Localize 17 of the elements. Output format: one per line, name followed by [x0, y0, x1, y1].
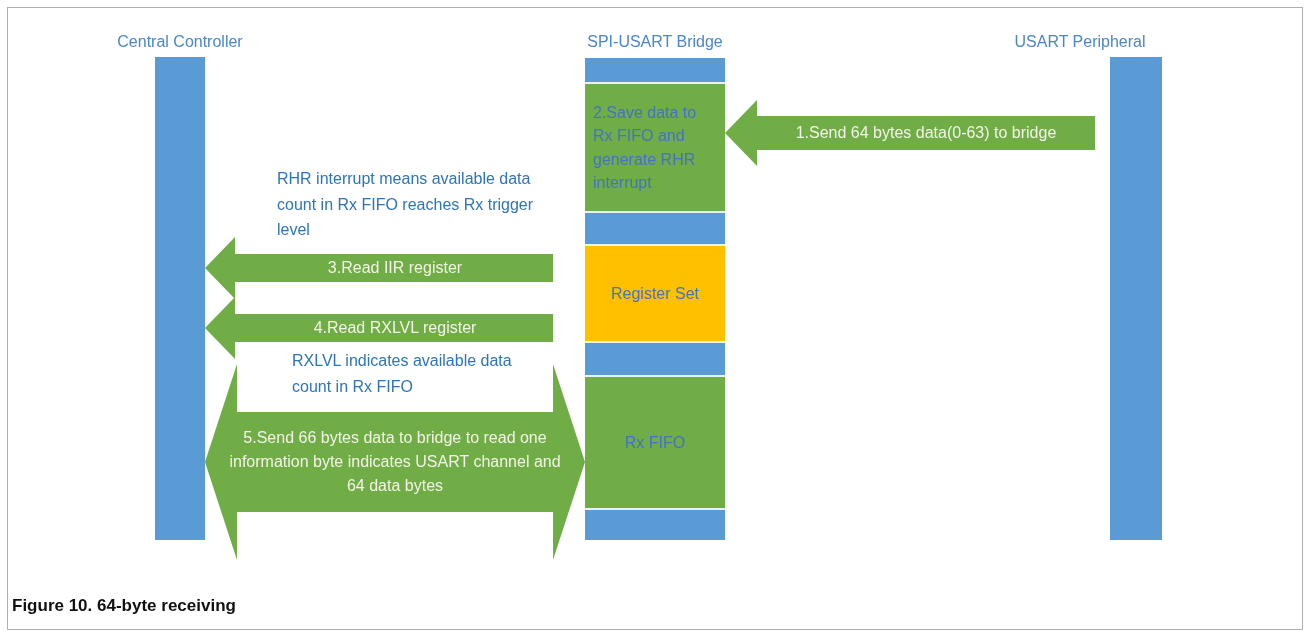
arrow-label: 3.Read IIR register: [326, 258, 464, 278]
arrow-label: 5.Send 66 bytes data to bridge to read one information byte indicates USART channel and 64 data bytes: [228, 428, 562, 496]
note-text: RXLVL indicates available data count in Rx FIFO: [292, 351, 513, 397]
figure-caption: Figure 10. 64-byte receiving: [12, 596, 236, 616]
block-label: Rx FIFO: [623, 432, 687, 453]
column-heading: SPI-USART Bridge: [586, 33, 724, 51]
register-block: [585, 244, 725, 343]
process-block: [585, 82, 725, 213]
column-heading: USART Peripheral: [1013, 33, 1147, 51]
note-text: RHR interrupt means available data count in Rx FIFO reaches Rx trigger level: [277, 169, 535, 241]
block-label: 2.Save data to Rx FIFO and generate RHR interrupt: [592, 103, 698, 193]
arrow-label: 4.Read RXLVL register: [312, 318, 478, 338]
double-block-arrow: [205, 364, 585, 560]
block-label: Register Set: [609, 283, 700, 304]
arrow-label: 1.Send 64 bytes data(0-63) to bridge: [794, 123, 1058, 143]
column-heading: Central Controller: [116, 33, 244, 51]
fifo-block: [585, 375, 725, 510]
